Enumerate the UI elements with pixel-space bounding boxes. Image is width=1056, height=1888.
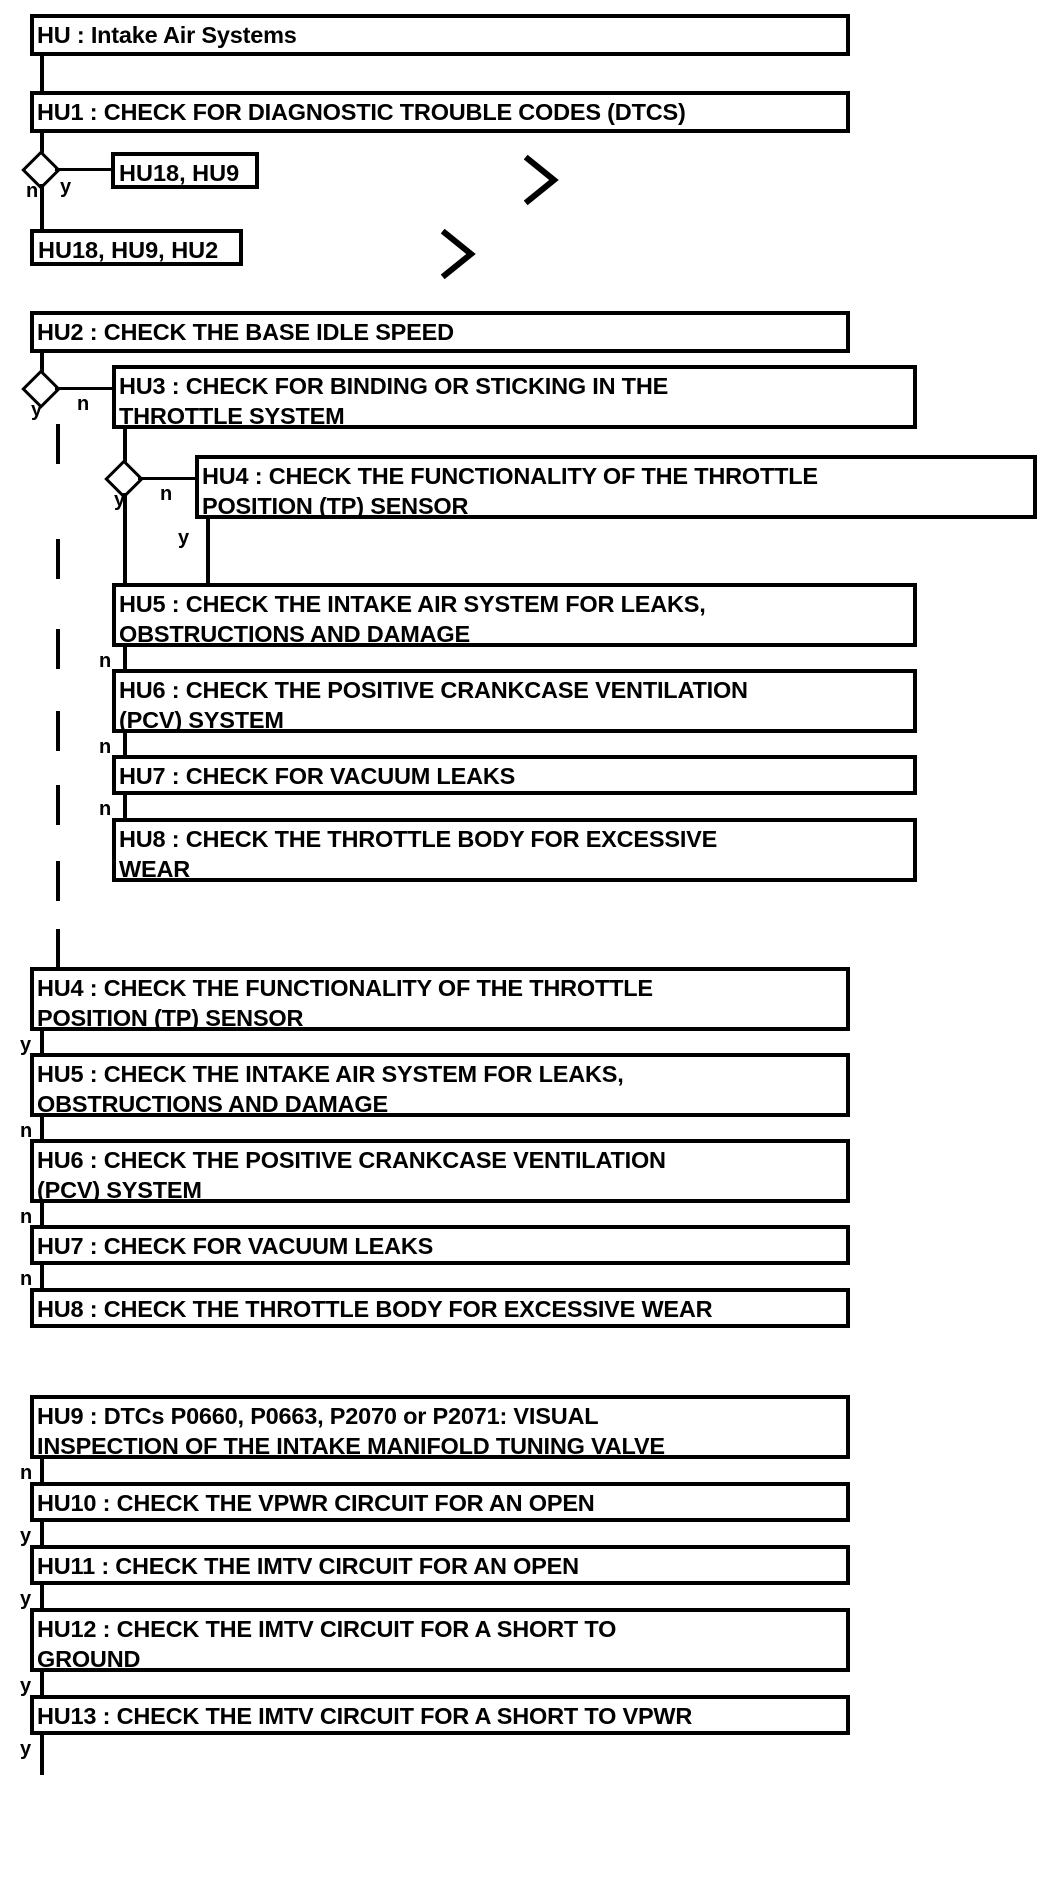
branch-label-decision2-yes: y [31, 399, 43, 421]
edge-decision2-yes-rail-4 [56, 711, 60, 751]
branch-label-hu6-nested-no: n [99, 736, 112, 758]
edge-hu7-nested-to-hu8-nested [123, 795, 127, 819]
edge-decision2-no [55, 387, 113, 390]
edge-hu4-to-hu5 [40, 1031, 44, 1055]
node-ref-hu18-hu9[interactable]: HU18, HU9 [111, 152, 259, 189]
node-hu5[interactable]: HU5 : CHECK THE INTAKE AIR SYSTEM FOR LE… [30, 1053, 850, 1117]
branch-label-hu7-nested-no: n [99, 798, 112, 820]
node-hu4[interactable]: HU4 : CHECK THE FUNCTIONALITY OF THE THR… [30, 967, 850, 1031]
edge-hu6-to-hu7 [40, 1203, 44, 1227]
node-hu1[interactable]: HU1 : CHECK FOR DIAGNOSTIC TROUBLE CODES… [30, 91, 850, 133]
edge-decision3-no [138, 477, 196, 480]
edge-decision2-yes-rail-5 [56, 785, 60, 825]
branch-label-hu10-yes: y [20, 1525, 32, 1547]
branch-label-decision3-yes: y [114, 489, 126, 511]
node-hu12[interactable]: HU12 : CHECK THE IMTV CIRCUIT FOR A SHOR… [30, 1608, 850, 1672]
edge-hu7-to-hu8 [40, 1265, 44, 1289]
branch-label-hu6-no: n [20, 1206, 33, 1228]
branch-label-decision1-yes: y [60, 176, 72, 198]
node-hu9[interactable]: HU9 : DTCs P0660, P0663, P2070 or P2071:… [30, 1395, 850, 1459]
chevron-right-icon-2 [441, 229, 477, 279]
node-hu11[interactable]: HU11 : CHECK THE IMTV CIRCUIT FOR AN OPE… [30, 1545, 850, 1585]
edge-hu6-nested-to-hu7-nested [123, 733, 127, 757]
edge-decision2-yes-rail-7 [56, 929, 60, 989]
node-hu10[interactable]: HU10 : CHECK THE VPWR CIRCUIT FOR AN OPE… [30, 1482, 850, 1522]
node-hu7[interactable]: HU7 : CHECK FOR VACUUM LEAKS [30, 1225, 850, 1265]
branch-label-hu7-no: n [20, 1268, 33, 1290]
branch-label-hu11-yes: y [20, 1588, 32, 1610]
node-hu-title[interactable]: HU : Intake Air Systems [30, 14, 850, 56]
edge-hu12-to-hu13 [40, 1672, 44, 1696]
edge-hu4-nested-to-hu5-nested [206, 519, 210, 583]
node-hu4-nested[interactable]: HU4 : CHECK THE FUNCTIONALITY OF THE THR… [195, 455, 1037, 519]
branch-label-hu13-yes: y [20, 1738, 32, 1760]
node-hu6-nested[interactable]: HU6 : CHECK THE POSITIVE CRANKCASE VENTI… [112, 669, 917, 733]
edge-hu2-to-decision2 [40, 353, 44, 376]
node-hu2[interactable]: HU2 : CHECK THE BASE IDLE SPEED [30, 311, 850, 353]
branch-label-decision3-no: n [160, 483, 173, 505]
edge-hu1-to-decision1 [40, 133, 44, 157]
edge-decision2-yes-rail-6 [56, 861, 60, 901]
edge-decision2-yes-rail-1 [56, 424, 60, 464]
branch-label-hu5-nested-no: n [99, 650, 112, 672]
edge-hu5-to-hu6 [40, 1117, 44, 1141]
chevron-right-icon-1 [524, 155, 560, 205]
edge-hu9-to-hu10 [40, 1459, 44, 1483]
edge-hu3-to-decision3 [123, 429, 127, 466]
edge-hu11-to-hu12 [40, 1585, 44, 1609]
edge-hu-to-hu1 [40, 56, 44, 94]
edge-decision1-yes [55, 168, 113, 171]
edge-hu13-outgoing [40, 1735, 44, 1775]
node-hu8-nested[interactable]: HU8 : CHECK THE THROTTLE BODY FOR EXCESS… [112, 818, 917, 882]
branch-label-hu5-no: n [20, 1120, 33, 1142]
node-hu13[interactable]: HU13 : CHECK THE IMTV CIRCUIT FOR A SHOR… [30, 1695, 850, 1735]
node-hu8[interactable]: HU8 : CHECK THE THROTTLE BODY FOR EXCESS… [30, 1288, 850, 1328]
node-hu6[interactable]: HU6 : CHECK THE POSITIVE CRANKCASE VENTI… [30, 1139, 850, 1203]
branch-label-decision1-no: n [26, 180, 39, 202]
branch-label-hu9-no: n [20, 1462, 33, 1484]
node-hu7-nested[interactable]: HU7 : CHECK FOR VACUUM LEAKS [112, 755, 917, 795]
branch-label-decision2-no: n [77, 393, 90, 415]
node-hu3[interactable]: HU3 : CHECK FOR BINDING OR STICKING IN T… [112, 365, 917, 429]
edge-decision1-no [40, 184, 44, 229]
node-hu5-nested[interactable]: HU5 : CHECK THE INTAKE AIR SYSTEM FOR LE… [112, 583, 917, 647]
branch-label-hu4-yes: y [20, 1034, 32, 1056]
branch-label-hu12-yes: y [20, 1675, 32, 1697]
edge-decision2-yes-rail-2 [56, 539, 60, 579]
edge-hu5-nested-to-hu6-nested [123, 647, 127, 671]
edge-hu10-to-hu11 [40, 1522, 44, 1546]
node-ref-hu18-hu9-hu2[interactable]: HU18, HU9, HU2 [30, 229, 243, 266]
edge-decision2-yes-rail-3 [56, 629, 60, 669]
edge-decision3-yes-rail [123, 493, 127, 583]
branch-label-hu4-nested-yes: y [178, 527, 190, 549]
